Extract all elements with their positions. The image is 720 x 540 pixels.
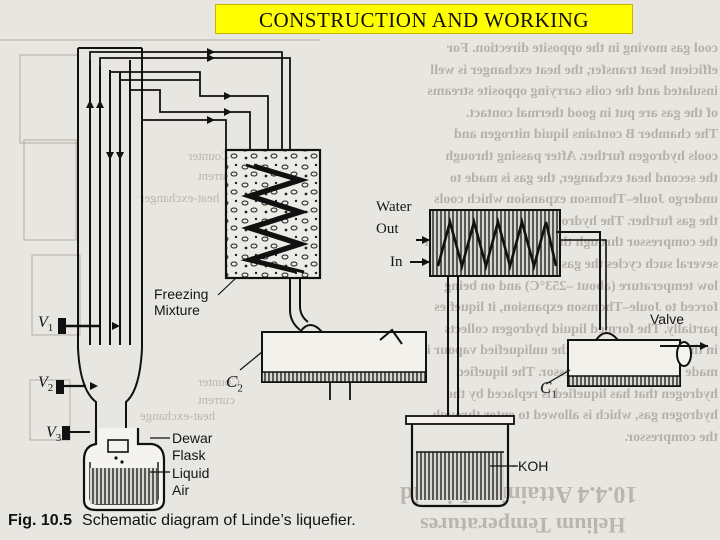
koh-line: [447, 276, 459, 420]
label-v3-subscript: 3: [55, 432, 62, 445]
label-v1-letter: V: [38, 314, 48, 331]
label-dewar-flask: Dewar Flask: [172, 430, 213, 463]
valve: [660, 341, 708, 367]
freezing-mixture-vessel: [224, 148, 322, 331]
compressor-c2: [261, 324, 427, 400]
label-c2: C2: [226, 372, 243, 394]
figure-caption-text: Schematic diagram of Linde’s liquefier.: [82, 512, 356, 529]
slide-title: CONSTRUCTION AND WORKING: [215, 4, 633, 34]
label-c1-subscript: 1: [551, 388, 557, 401]
label-v2: V2: [38, 374, 53, 394]
koh-vessel: [405, 415, 516, 508]
figure-caption: Fig. 10.5 Schematic diagram of Linde’s li…: [8, 512, 356, 530]
label-freezing-mixture: Freezing Mixture: [154, 286, 209, 318]
label-c2-subscript: 2: [237, 382, 243, 395]
water-cooled-chamber: [410, 209, 607, 330]
compressor-c1: [567, 332, 681, 387]
label-valve: Valve: [650, 311, 684, 327]
flow-arrows: [86, 48, 232, 160]
expansion-valves: [56, 318, 120, 440]
label-v1: V1: [38, 314, 53, 334]
leader-lines: [150, 277, 571, 473]
label-liquid-air: Liquid Air: [172, 465, 210, 498]
label-v1-subscript: 1: [47, 322, 54, 335]
gas-lines: [89, 51, 291, 150]
label-v2-subscript: 2: [47, 382, 54, 395]
label-water-out: Water Out: [376, 199, 412, 237]
dewar-flask: [82, 428, 166, 512]
heat-exchanger-column: [77, 47, 143, 428]
label-c1-letter: C: [540, 378, 552, 397]
label-water-in: In: [390, 254, 403, 270]
label-v3: V3: [46, 424, 61, 444]
label-v3-letter: V: [46, 424, 56, 441]
label-v2-letter: V: [38, 374, 48, 391]
label-c1: C1: [540, 378, 557, 400]
label-koh: KOH: [518, 458, 549, 474]
background-frames: [0, 39, 320, 441]
figure-number: Fig. 10.5: [8, 512, 73, 529]
label-c2-letter: C: [226, 372, 238, 391]
